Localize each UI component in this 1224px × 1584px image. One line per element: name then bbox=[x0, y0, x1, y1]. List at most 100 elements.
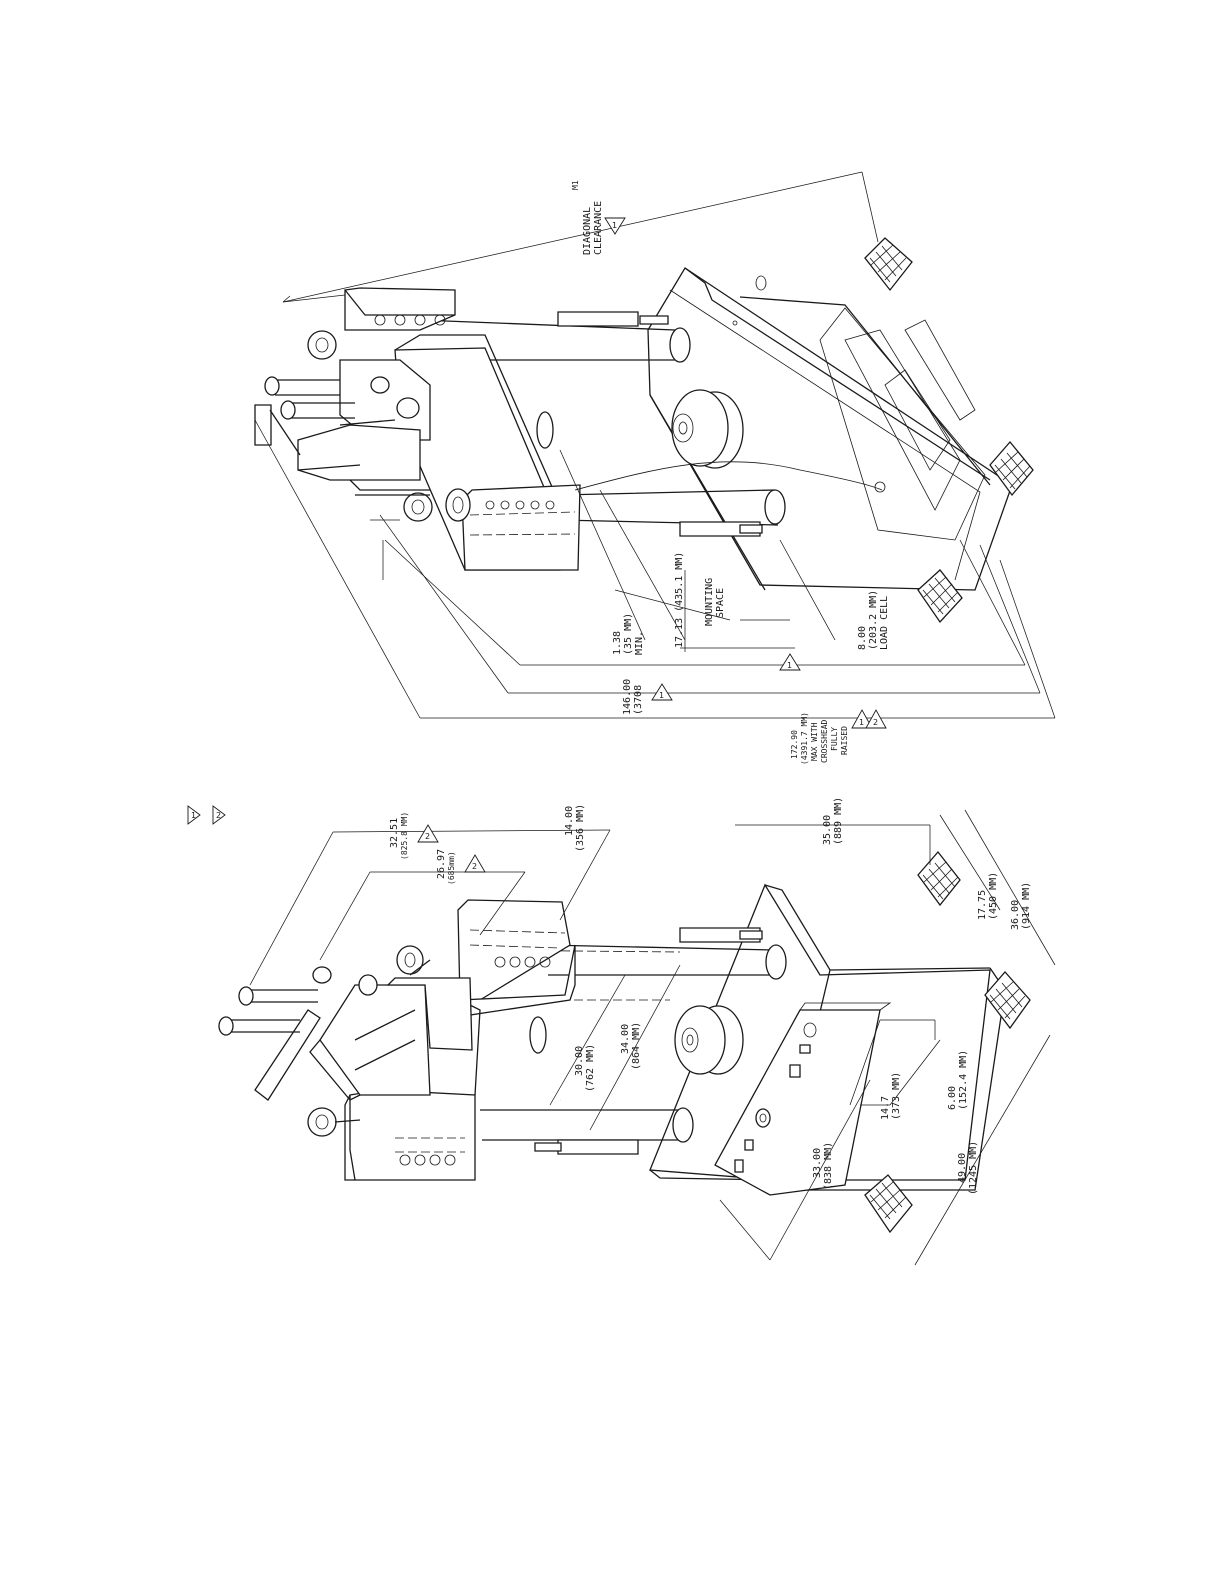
base-height-line-1: 35.00 bbox=[822, 815, 833, 845]
note-flags: 1 2 bbox=[188, 806, 225, 824]
base-width-label: 49.00 (1245 MM) bbox=[957, 1141, 979, 1195]
foot-pad-front-bottom bbox=[865, 1175, 912, 1232]
height-flag-number: 1 bbox=[659, 691, 664, 700]
top-bolts bbox=[375, 315, 445, 325]
height-overall-flag: 1 bbox=[652, 684, 672, 700]
base-port-icon bbox=[756, 276, 766, 290]
base-height-label: 35.00 (889 MM) bbox=[822, 797, 844, 845]
note-flag-2-number: 2 bbox=[216, 811, 221, 820]
mid-flag-icon bbox=[780, 654, 800, 670]
console-button-1-icon bbox=[745, 1140, 753, 1150]
height-overall-line-2: (3708 bbox=[633, 685, 644, 715]
console-offset-label: 6.00 (152.4 MM) bbox=[947, 1050, 969, 1110]
console-offset-line-1: 6.00 bbox=[947, 1086, 958, 1110]
cyl-top-line-2: (825.8 MM) bbox=[400, 812, 409, 860]
min-gap-line-3: MIN. bbox=[634, 631, 645, 655]
note-flag-2-icon bbox=[213, 806, 225, 824]
load-cell bbox=[672, 390, 743, 468]
mounting-space-line-3: SPACE bbox=[715, 588, 726, 618]
diagonal-clearance-line-1: DIAGONAL bbox=[582, 207, 593, 255]
guide-rods bbox=[265, 377, 355, 419]
foot-span-a-label: 17.75 (450 MM) bbox=[977, 872, 999, 920]
foot-span-b-label: 36.00 (914 MM) bbox=[1010, 882, 1032, 930]
top-assembly bbox=[255, 288, 455, 495]
height-overall-line-1: 146.00 bbox=[622, 679, 633, 715]
crosshead-depth-line-2: (356 MM) bbox=[575, 804, 586, 852]
base-width-line-1: 49.00 bbox=[957, 1153, 968, 1183]
lifting-eye-lower-icon bbox=[404, 493, 432, 521]
height-max-line-2: (4391.7 MM) bbox=[800, 712, 809, 765]
column-outer-line-1: 34.00 bbox=[620, 1024, 631, 1054]
cyl-mid-line-1: 26.97 bbox=[436, 849, 447, 879]
load-cell-line-3: LOAD CELL bbox=[879, 596, 890, 650]
height-max-flags: 1 2 bbox=[852, 710, 886, 728]
console-width-line-1: 33.00 bbox=[812, 1148, 823, 1178]
column-outer-line-2: (864 MM) bbox=[631, 1022, 642, 1070]
min-gap-label: 1.38 (35 MM) MIN. bbox=[612, 613, 645, 655]
cyl-top-line-1: 32.51 bbox=[389, 818, 400, 848]
column-inner-line-1: 30.00 bbox=[574, 1046, 585, 1076]
right-dimension-lines bbox=[255, 172, 1055, 718]
cyl-mid-flag-icon bbox=[465, 855, 485, 872]
left-dimension-lines bbox=[250, 810, 1055, 1265]
lifting-eye-upper-icon bbox=[308, 331, 336, 359]
min-gap-line-1: 1.38 bbox=[612, 631, 623, 655]
console-width-label: 33.00 (838 MM) bbox=[812, 1142, 834, 1190]
foot-pad-front-middle bbox=[985, 972, 1030, 1028]
cyl-top-flag: 2 bbox=[418, 825, 438, 842]
height-max-flag-2-icon bbox=[866, 710, 886, 728]
cyl-mid-line-2: (685mm) bbox=[447, 851, 456, 885]
height-max-line-5: FULLY bbox=[830, 727, 839, 751]
leveling-feet bbox=[865, 238, 1033, 622]
height-max-line-1: 172.90 bbox=[790, 730, 799, 759]
base-width-line-2: (1245 MM) bbox=[968, 1141, 979, 1195]
crosshead-bolts-front bbox=[400, 957, 550, 1165]
cyl-top-flag-number: 2 bbox=[425, 832, 430, 841]
height-max-flag-2-number: 2 bbox=[873, 718, 878, 727]
crosshead-depth-label: 14.00 (356 MM) bbox=[564, 804, 586, 852]
foot-span-a-line-2: (450 MM) bbox=[988, 872, 999, 920]
console-width-line-2: (838 MM) bbox=[823, 1142, 834, 1190]
height-max-flag-1-number: 1 bbox=[859, 718, 864, 727]
load-cell-cable bbox=[575, 462, 882, 490]
crosshead-bolts bbox=[486, 501, 554, 509]
height-overall-label: 146.00 (3708 bbox=[622, 679, 644, 715]
diagonal-flag-icon bbox=[605, 218, 625, 234]
diagonal-clearance-label: DIAGONAL CLEARANCE bbox=[582, 201, 604, 255]
leveling-feet-front bbox=[865, 852, 1030, 1232]
foot-span-b-line-1: 36.00 bbox=[1010, 900, 1021, 930]
base-cabinet bbox=[648, 268, 1012, 590]
left-isometric-view: 32.51 (825.8 MM) 2 26.97 (685mm) 2 14.00… bbox=[219, 797, 1055, 1265]
foot-span-a-line-1: 17.75 bbox=[977, 890, 988, 920]
min-gap-line-2: (35 MM) bbox=[623, 613, 634, 655]
load-cell-front bbox=[675, 1006, 743, 1074]
column-outer-label: 34.00 (864 MM) bbox=[620, 1022, 642, 1070]
console-depth-line-2: (373 MM) bbox=[891, 1072, 902, 1120]
mounting-space-line-1: 17.13 (435.1 MM) bbox=[674, 552, 685, 648]
diagonal-clearance-line-2: CLEARANCE bbox=[593, 201, 604, 255]
cyl-mid-label: 26.97 (685mm) bbox=[436, 849, 456, 885]
cyl-mid-flag-number: 2 bbox=[472, 862, 477, 871]
diagonal-clearance-flag: 1 bbox=[605, 218, 625, 234]
load-cell-line-1: 8.00 bbox=[857, 626, 868, 650]
mid-flag-number: 1 bbox=[787, 661, 792, 670]
mid-flag: 1 bbox=[780, 654, 800, 670]
console-dial-icon bbox=[756, 1109, 770, 1127]
crosshead-depth-line-1: 14.00 bbox=[564, 806, 575, 836]
column-inner-label: 30.00 (762 MM) bbox=[574, 1044, 596, 1092]
lifting-eye-front-lower-icon bbox=[308, 1108, 336, 1136]
mounting-space-label: 17.13 (435.1 MM) MOUNTING SPACE bbox=[674, 552, 726, 648]
height-max-label: 172.90 (4391.7 MM) MAX WITH CROSSHEAD FU… bbox=[790, 712, 849, 765]
foot-pad-front-top bbox=[918, 852, 960, 905]
diagonal-flag-number: 1 bbox=[612, 221, 617, 230]
load-cell-label: 8.00 (203.2 MM) LOAD CELL bbox=[857, 590, 890, 650]
foot-pad-bottom bbox=[918, 570, 962, 622]
console-button-2-icon bbox=[735, 1160, 743, 1172]
columns-front bbox=[470, 928, 786, 1154]
foot-pad-top bbox=[865, 238, 912, 290]
console-offset-line-2: (152.4 MM) bbox=[958, 1050, 969, 1110]
note-flag-1-number: 1 bbox=[191, 811, 196, 820]
note-flag-1-icon bbox=[188, 806, 200, 824]
columns bbox=[420, 312, 785, 536]
